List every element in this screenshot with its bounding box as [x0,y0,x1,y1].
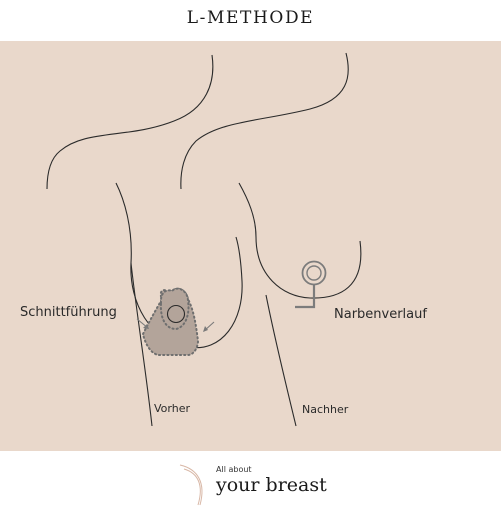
page-title: L-METHODE [186,8,315,28]
excision-areola-region [159,287,190,331]
breast-illustration [46,52,362,427]
scar-line [295,284,316,309]
before-figure [46,54,243,427]
logo-swoosh-icon [179,464,203,506]
logo-wordmark: your breast [216,474,327,496]
after-breast-outline [238,182,362,299]
after-areola [301,260,327,286]
label-incision: Schnittführung [20,305,117,320]
logo-tagline: All about [216,465,252,474]
after-torso-line [265,294,297,427]
illustration-panel: Schnittführung Narbenverlauf Vorher Nach… [0,41,501,451]
after-figure [180,52,362,427]
before-nipple [166,304,186,324]
incision-arrows [136,318,215,332]
label-after: Nachher [302,403,349,416]
footer: All about your breast [0,451,501,516]
label-before: Vorher [154,402,190,415]
after-shoulder-line [180,52,349,190]
before-shoulder-line [46,54,214,190]
label-scar: Narbenverlauf [334,307,427,322]
before-torso-line [130,262,153,427]
